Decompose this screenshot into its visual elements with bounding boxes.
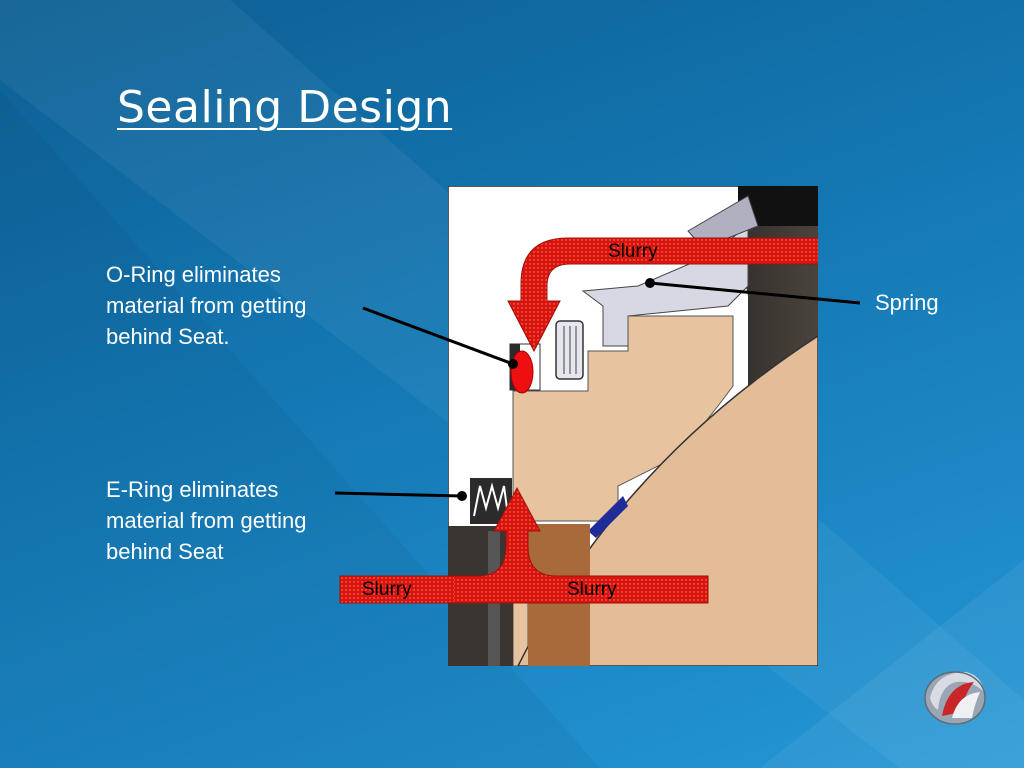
ering-note: E-Ring eliminates material from getting … (106, 474, 376, 567)
ering-note-line: E-Ring eliminates (106, 477, 279, 502)
slurry-label-top: Slurry (608, 241, 658, 262)
oring-note-line: behind Seat. (106, 324, 230, 349)
spring-leader-dot (645, 278, 655, 288)
slurry-label-left: Slurry (362, 579, 412, 600)
seat-retainer (581, 225, 749, 347)
slurry-arrow-left-tail (339, 575, 451, 604)
spring-leader (649, 281, 861, 305)
slurry-arrow-top (507, 237, 818, 353)
ball-seal (588, 496, 628, 538)
oring-note: O-Ring eliminates material from getting … (106, 259, 376, 352)
valve-logo-icon (924, 671, 986, 725)
oring-leader-dot (508, 359, 518, 369)
ering-note-line: behind Seat (106, 539, 224, 564)
oring-leader (362, 306, 514, 366)
slurry-arrow-bottom (448, 486, 709, 604)
ering-leader-dot (457, 491, 467, 501)
valve-cross-section: Slurry (448, 186, 818, 666)
spring-label: Spring (875, 290, 939, 315)
ering-leader (334, 491, 463, 498)
ering-note-line: material from getting (106, 508, 307, 533)
slurry-label-right: Slurry (567, 579, 617, 600)
page-title: Sealing Design (117, 82, 453, 133)
oring-note-line: material from getting (106, 293, 307, 318)
oring-note-line: O-Ring eliminates (106, 262, 281, 287)
e-ring (473, 482, 509, 517)
